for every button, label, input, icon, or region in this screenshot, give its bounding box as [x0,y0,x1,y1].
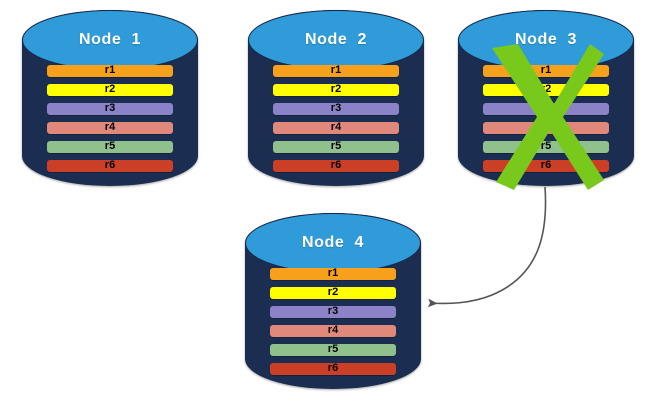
record-row[interactable]: r1 [482,64,610,77]
node-2-label: Node 2 [305,30,367,48]
node-4-record-list: r1 r2 r3 r4 r5 r6 [269,267,397,375]
record-row[interactable]: r4 [482,121,610,134]
record-row[interactable]: r5 [269,343,397,356]
record-row[interactable]: r1 [269,267,397,280]
record-row[interactable]: r5 [46,140,174,153]
node-1[interactable]: Node 1 r1 r2 r3 r4 r5 r6 [22,10,198,186]
node-3[interactable]: Node 3 r1 r2 r3 r4 r5 r6 [458,10,634,186]
record-row[interactable]: r6 [482,159,610,172]
record-row[interactable]: r5 [482,140,610,153]
record-row[interactable]: r5 [272,140,400,153]
node-4[interactable]: Node 4 r1 r2 r3 r4 r5 r6 [245,213,421,389]
node-1-cylinder-top [22,10,198,70]
node-1-label: Node 1 [79,30,141,48]
node-2[interactable]: Node 2 r1 r2 r3 r4 r5 r6 [248,10,424,186]
record-row[interactable]: r4 [272,121,400,134]
record-row[interactable]: r2 [269,286,397,299]
record-row[interactable]: r3 [482,102,610,115]
record-row[interactable]: r1 [46,64,174,77]
node-2-cylinder-top [248,10,424,70]
node-2-record-list: r1 r2 r3 r4 r5 r6 [272,64,400,172]
record-row[interactable]: r6 [46,159,174,172]
record-row[interactable]: r3 [272,102,400,115]
record-row[interactable]: r1 [272,64,400,77]
record-row[interactable]: r6 [272,159,400,172]
record-row[interactable]: r2 [46,83,174,96]
record-row[interactable]: r4 [269,324,397,337]
node-3-record-list: r1 r2 r3 r4 r5 r6 [482,64,610,172]
node-1-record-list: r1 r2 r3 r4 r5 r6 [46,64,174,172]
record-row[interactable]: r2 [482,83,610,96]
record-row[interactable]: r3 [269,305,397,318]
replication-arrow [427,186,547,308]
record-row[interactable]: r4 [46,121,174,134]
record-row[interactable]: r2 [272,83,400,96]
node-3-label: Node 3 [515,30,577,48]
record-row[interactable]: r3 [46,102,174,115]
node-4-label: Node 4 [302,233,364,251]
record-row[interactable]: r6 [269,362,397,375]
